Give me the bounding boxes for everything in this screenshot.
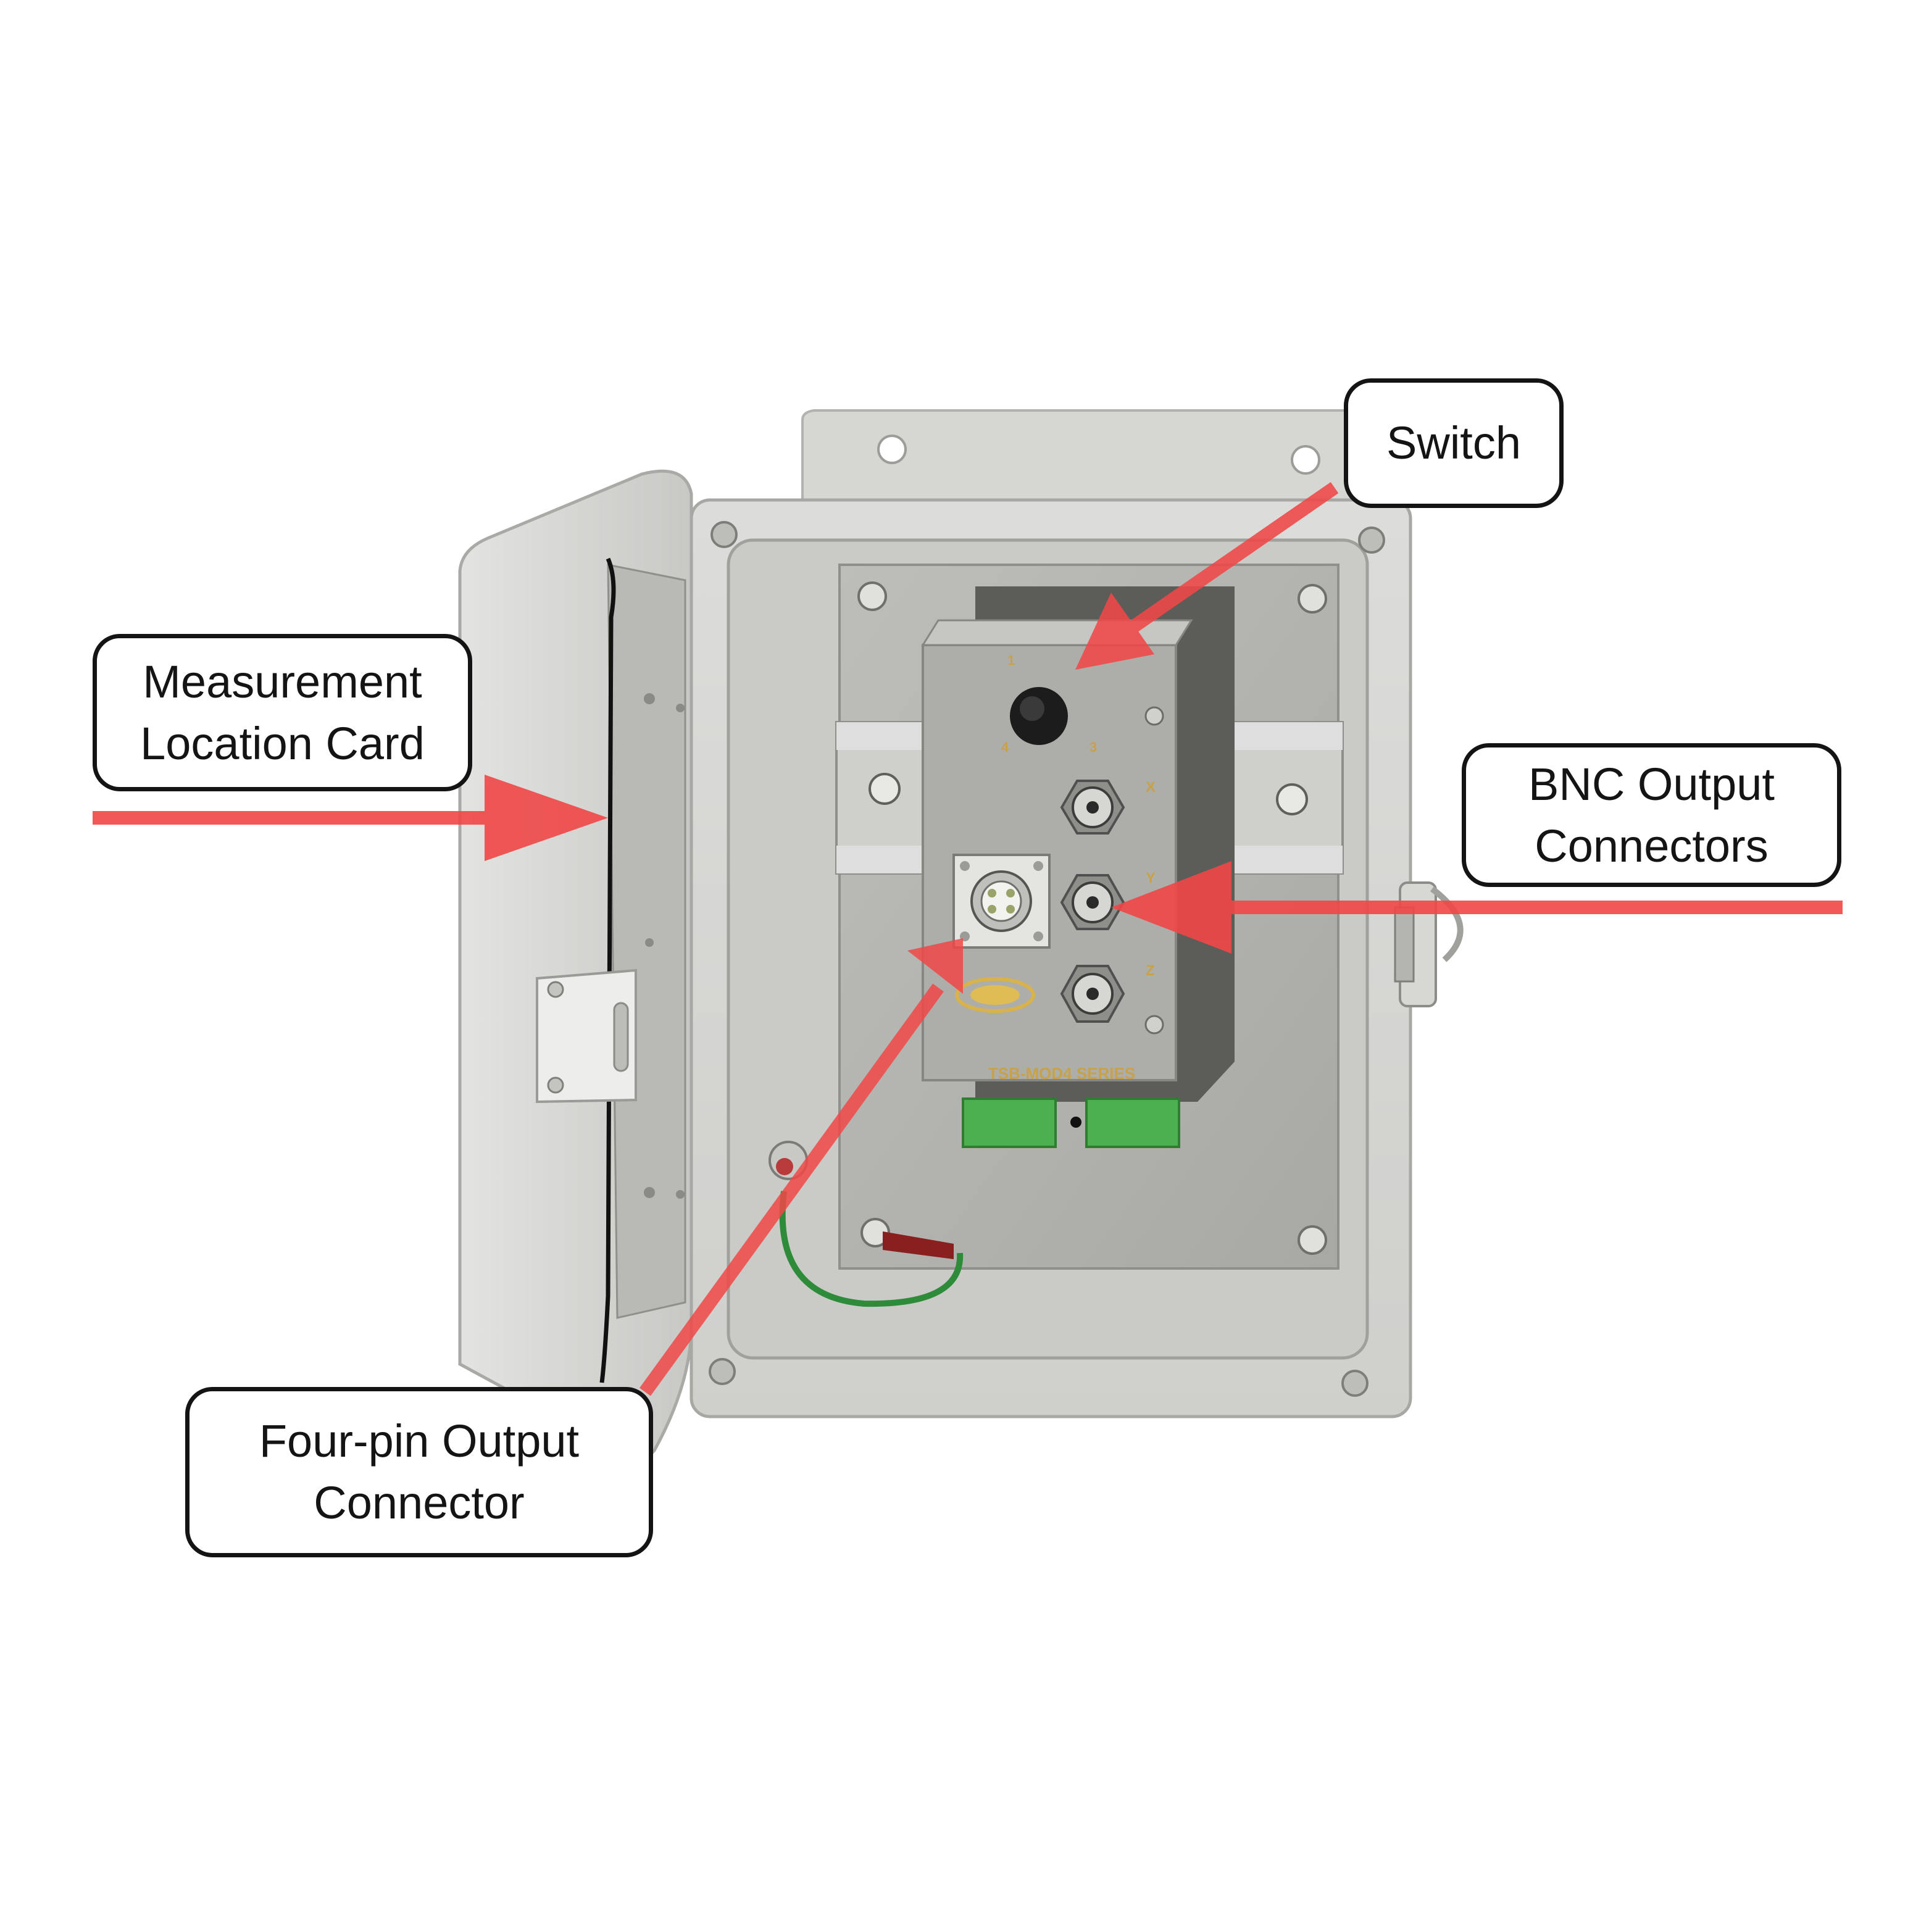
callout-measurement-location-card: Measurement Location Card xyxy=(93,634,472,791)
arrow-card xyxy=(93,775,608,861)
flange-hole-left xyxy=(877,435,907,464)
flange-hole-right xyxy=(1291,445,1320,475)
bnc-axis-z: Z xyxy=(1146,962,1155,979)
bnc-axis-x: X xyxy=(1146,779,1156,796)
callout-four-pin-output-connector: Four-pin Output Connector xyxy=(185,1387,653,1557)
terminal-block-right xyxy=(1085,1097,1180,1148)
door-gasket xyxy=(599,557,616,1383)
arrow-switch xyxy=(1075,481,1339,670)
switch-position-3: 3 xyxy=(1089,739,1097,755)
callout-bnc-line2: Connectors xyxy=(1535,820,1769,872)
callout-switch-line1: Switch xyxy=(1386,417,1521,468)
bnc-connector-x[interactable] xyxy=(1060,780,1125,835)
din-rail-screw-right xyxy=(1276,783,1308,815)
module-screw-bottom xyxy=(1144,1015,1164,1035)
module-series-label: TSB-MOD4 SERIES xyxy=(988,1064,1135,1083)
door-card-screws xyxy=(644,693,685,1199)
switch-position-4: 4 xyxy=(1001,739,1009,755)
switch-position-1: 1 xyxy=(1007,652,1015,668)
module-top-edge xyxy=(921,619,1193,646)
callout-card-line1: Measurement xyxy=(143,656,422,707)
door-latch-plate xyxy=(536,968,637,1104)
manufacturer-logo xyxy=(955,977,1035,1013)
grommet-red xyxy=(776,1158,793,1175)
rotary-switch-knob-highlight xyxy=(1020,696,1044,721)
four-pin-output-connector[interactable] xyxy=(952,854,1051,949)
din-rail-screw-left xyxy=(869,773,901,805)
callout-card-line2: Location Card xyxy=(140,717,425,769)
bnc-connector-z[interactable] xyxy=(1060,965,1125,1023)
arrow-bnc xyxy=(1111,861,1843,954)
ground-wire xyxy=(779,1191,964,1307)
callout-bnc-output-connectors: BNC Output Connectors xyxy=(1462,743,1841,887)
bnc-connector-y[interactable] xyxy=(1060,874,1125,930)
bnc-axis-y: Y xyxy=(1146,870,1156,886)
arrow-fourpin xyxy=(640,938,963,1396)
callout-bnc-line1: BNC Output xyxy=(1528,758,1775,810)
module-screw-top xyxy=(1144,706,1164,726)
panel-hole xyxy=(1070,1117,1081,1128)
callout-fourpin-line1: Four-pin Output xyxy=(259,1415,580,1467)
ground-lug xyxy=(883,1231,954,1259)
callout-switch: Switch xyxy=(1344,378,1564,508)
corner-screws xyxy=(709,521,1385,1397)
terminal-block-left xyxy=(962,1097,1057,1148)
callout-fourpin-line2: Connector xyxy=(314,1477,525,1528)
